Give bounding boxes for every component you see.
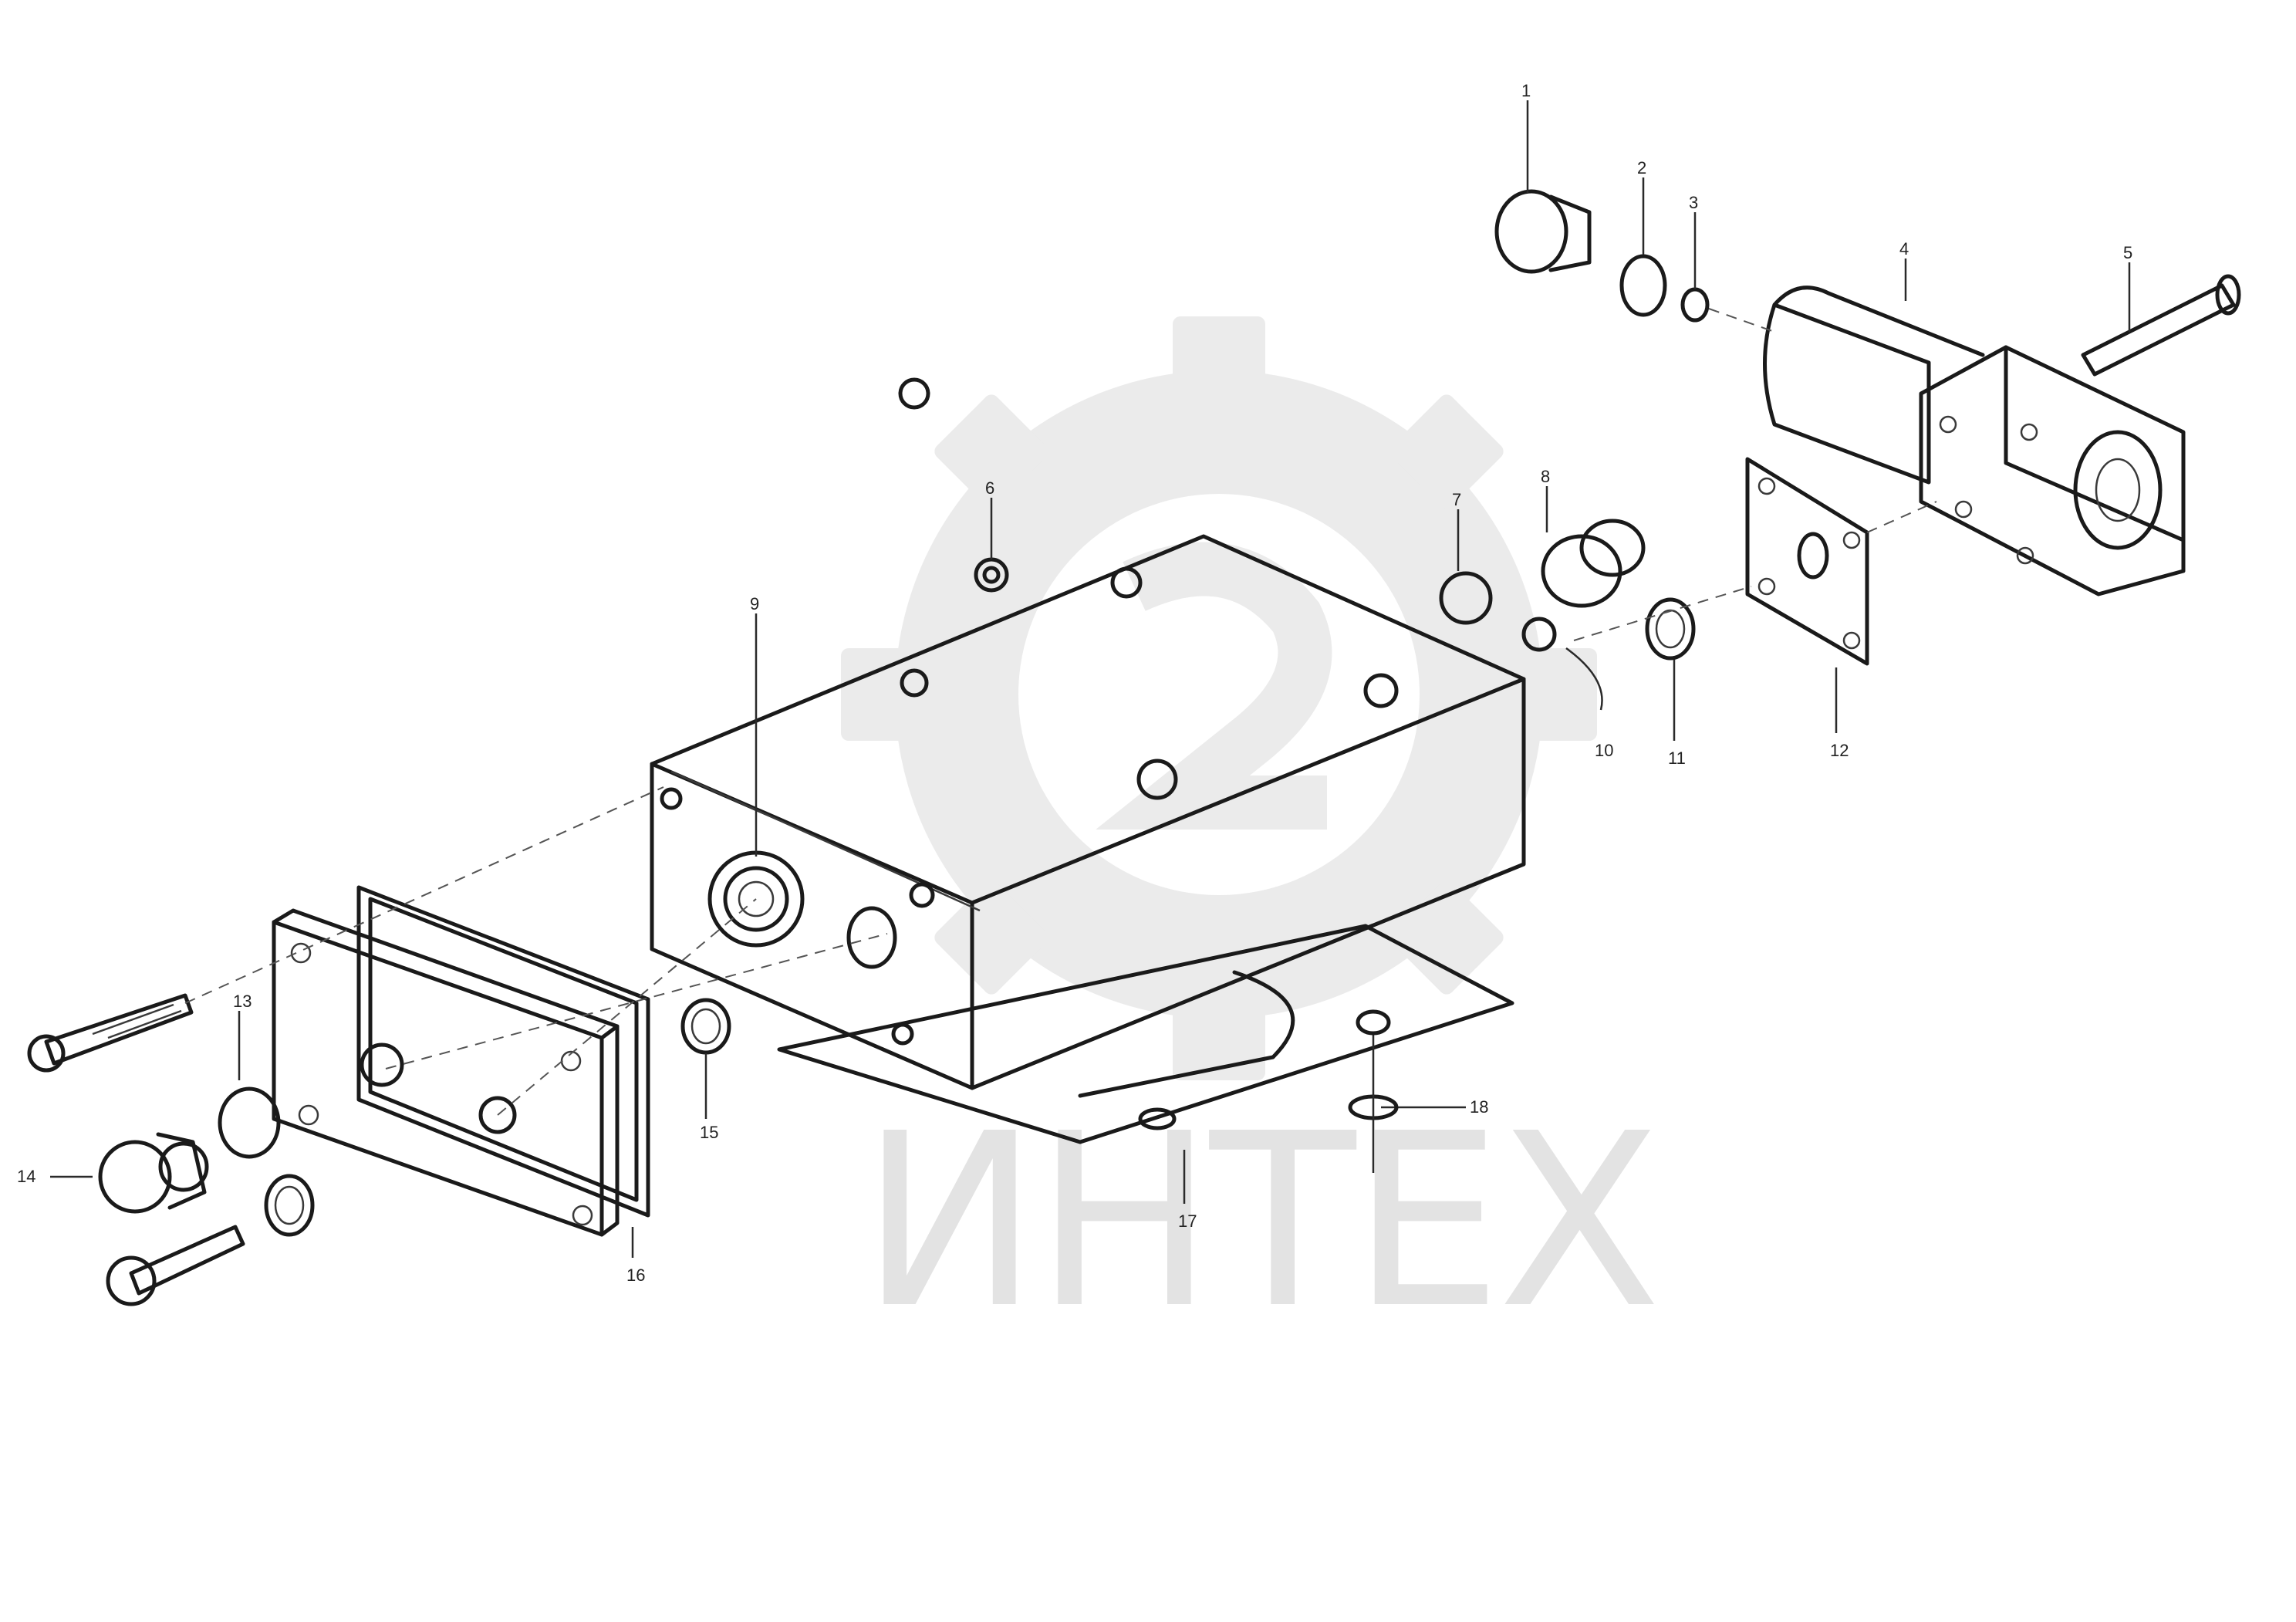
watermark-number-icon [1096, 542, 1332, 830]
callout-label: 8 [1541, 467, 1550, 486]
front-bolt-lower [106, 1225, 245, 1306]
gasket [356, 885, 650, 1218]
callout-label: 2 [1637, 158, 1646, 177]
callout-label: 13 [233, 992, 252, 1011]
motor-bolt [2081, 274, 2241, 377]
callout-label: 11 [1668, 748, 1686, 768]
front-seal-ring [218, 1086, 315, 1237]
base-plate [777, 924, 1514, 1144]
callout-label: 16 [626, 1265, 645, 1285]
front-bolt-upper [27, 993, 194, 1073]
top-right-fitting [1494, 189, 1710, 323]
callout-label: 17 [1178, 1211, 1197, 1231]
callout-label: 9 [750, 594, 759, 613]
callout-label: 14 [17, 1167, 35, 1186]
motor-unit [1763, 286, 2186, 596]
callout-label: 7 [1452, 490, 1461, 509]
front-cover [272, 908, 620, 1237]
watermark-text: ИНТЕХ [860, 1083, 1657, 1361]
alignment-lines [184, 308, 1937, 1116]
callout-label: 10 [1595, 741, 1613, 760]
callout-label: 6 [985, 478, 994, 498]
callouts: 1 2 3 4 5 6 7 8 9 10 11 12 13 14 15 16 1… [17, 81, 2132, 1285]
callout-label: 5 [2123, 243, 2132, 262]
callout-label: 4 [1899, 239, 1909, 259]
housing-port-fitting [707, 850, 897, 969]
flange-plate [1745, 457, 1869, 666]
callout-label: 1 [1521, 81, 1531, 100]
callout-label: 15 [700, 1123, 718, 1142]
main-housing [650, 377, 1526, 1090]
cover-seal-ring [680, 998, 731, 1055]
callout-label: 18 [1470, 1097, 1488, 1117]
front-plug [98, 1132, 209, 1214]
callout-label: 3 [1689, 193, 1698, 212]
callout-label: 12 [1830, 741, 1849, 760]
